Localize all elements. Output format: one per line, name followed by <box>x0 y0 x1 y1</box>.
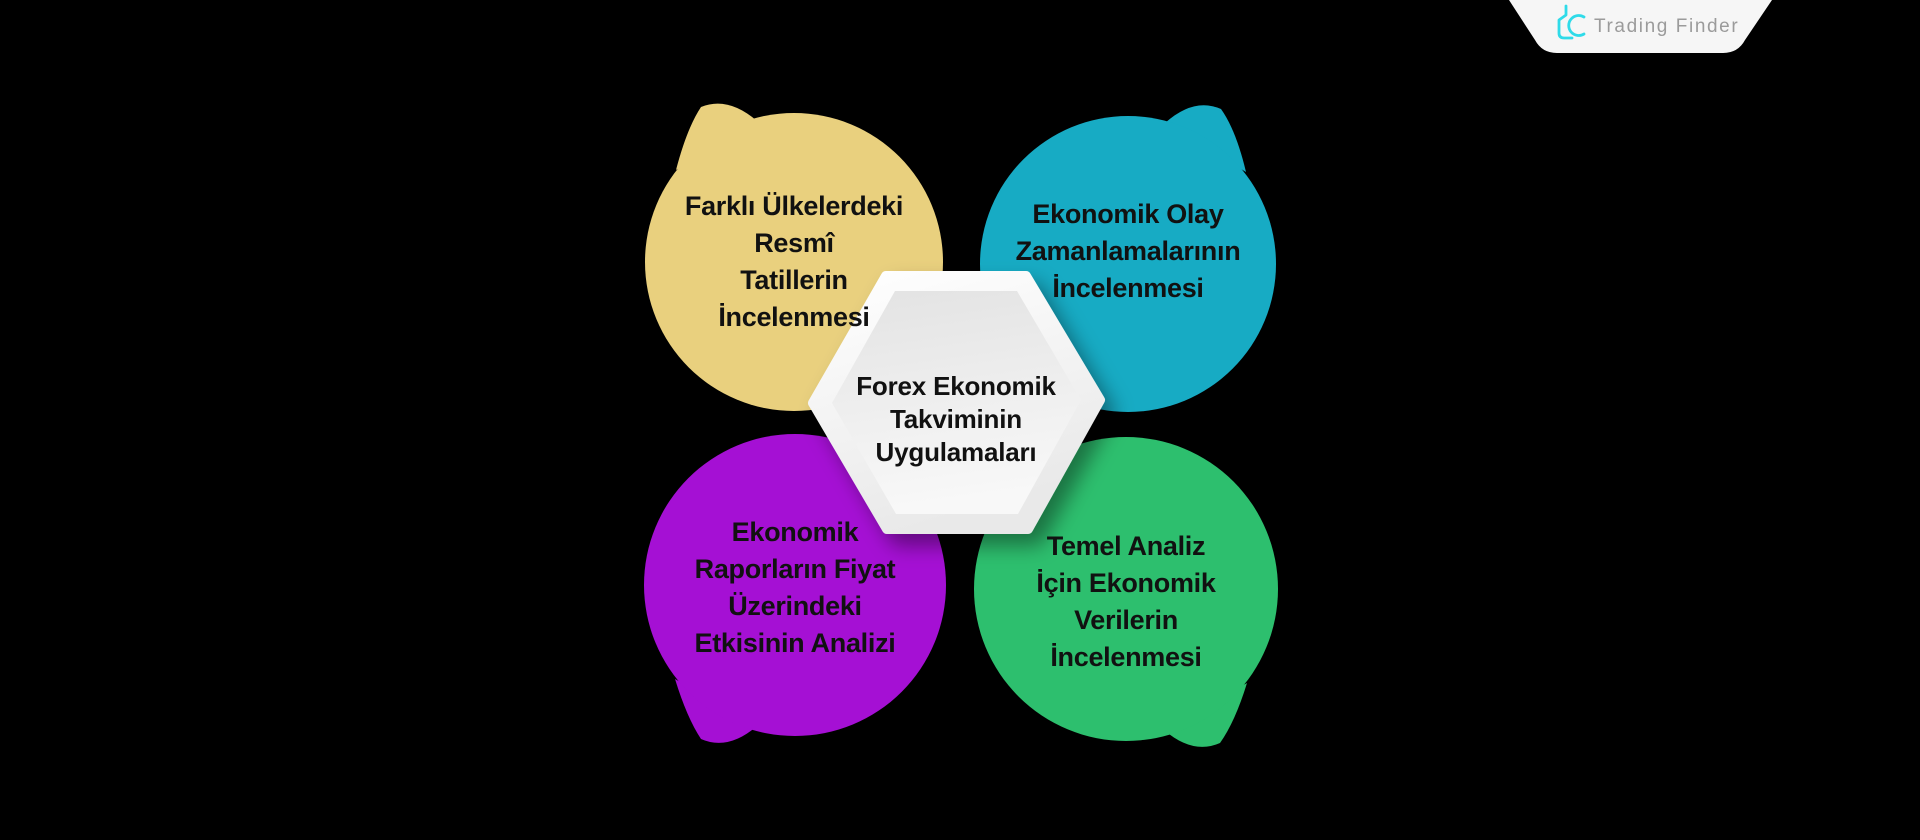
label-line: Temel Analiz <box>1046 531 1206 561</box>
label-line: Raporların Fiyat <box>694 554 896 584</box>
center-hexagon <box>808 271 1105 534</box>
label-line: İncelenmesi <box>718 302 870 332</box>
trading-finder-logo-icon <box>1557 4 1586 40</box>
label-line: Zamanlamalarının <box>1015 236 1241 266</box>
logo-stroke-left <box>1557 4 1574 40</box>
bubble-label-resmi-tatiller: Farklı Ülkelerdeki Resmî Tatillerin İnce… <box>634 188 954 336</box>
label-line: Resmî <box>754 228 834 258</box>
label-line: Uygulamaları <box>875 437 1037 467</box>
label-line: Ekonomik <box>731 517 859 547</box>
brand-banner-shape <box>1509 0 1772 53</box>
brand-banner <box>1509 0 1772 53</box>
label-line: İçin Ekonomik <box>1036 568 1216 598</box>
label-line: Tatillerin <box>740 265 848 295</box>
label-line: Forex Ekonomik <box>856 371 1056 401</box>
label-line: Farklı Ülkelerdeki <box>684 191 904 221</box>
label-line: İncelenmesi <box>1052 273 1204 303</box>
bubble-shape-bottom-right <box>974 437 1278 747</box>
bubble-label-rapor-etkisi: Ekonomik Raporların Fiyat Üzerindeki Etk… <box>635 514 955 662</box>
center-label: Forex Ekonomik Takviminin Uygulamaları <box>806 370 1106 469</box>
hexagon-surface <box>832 291 1081 514</box>
label-line: Etkisinin Analizi <box>694 628 896 658</box>
label-line: Verilerin <box>1074 605 1178 635</box>
bubble-label-olay-zamanlamalari: Ekonomik Olay Zamanlamalarının İncelenme… <box>968 196 1288 307</box>
brand-name: Trading Finder <box>1594 16 1740 37</box>
bubble-label-temel-analiz: Temel Analiz İçin Ekonomik Verilerin İnc… <box>966 528 1286 676</box>
label-line: Üzerindeki <box>728 591 862 621</box>
logo-stroke-c <box>1567 14 1586 37</box>
label-line: İncelenmesi <box>1050 642 1202 672</box>
label-line: Ekonomik Olay <box>1032 199 1224 229</box>
bubble-circle-bottom-right <box>974 437 1278 741</box>
label-line: Takviminin <box>890 404 1022 434</box>
